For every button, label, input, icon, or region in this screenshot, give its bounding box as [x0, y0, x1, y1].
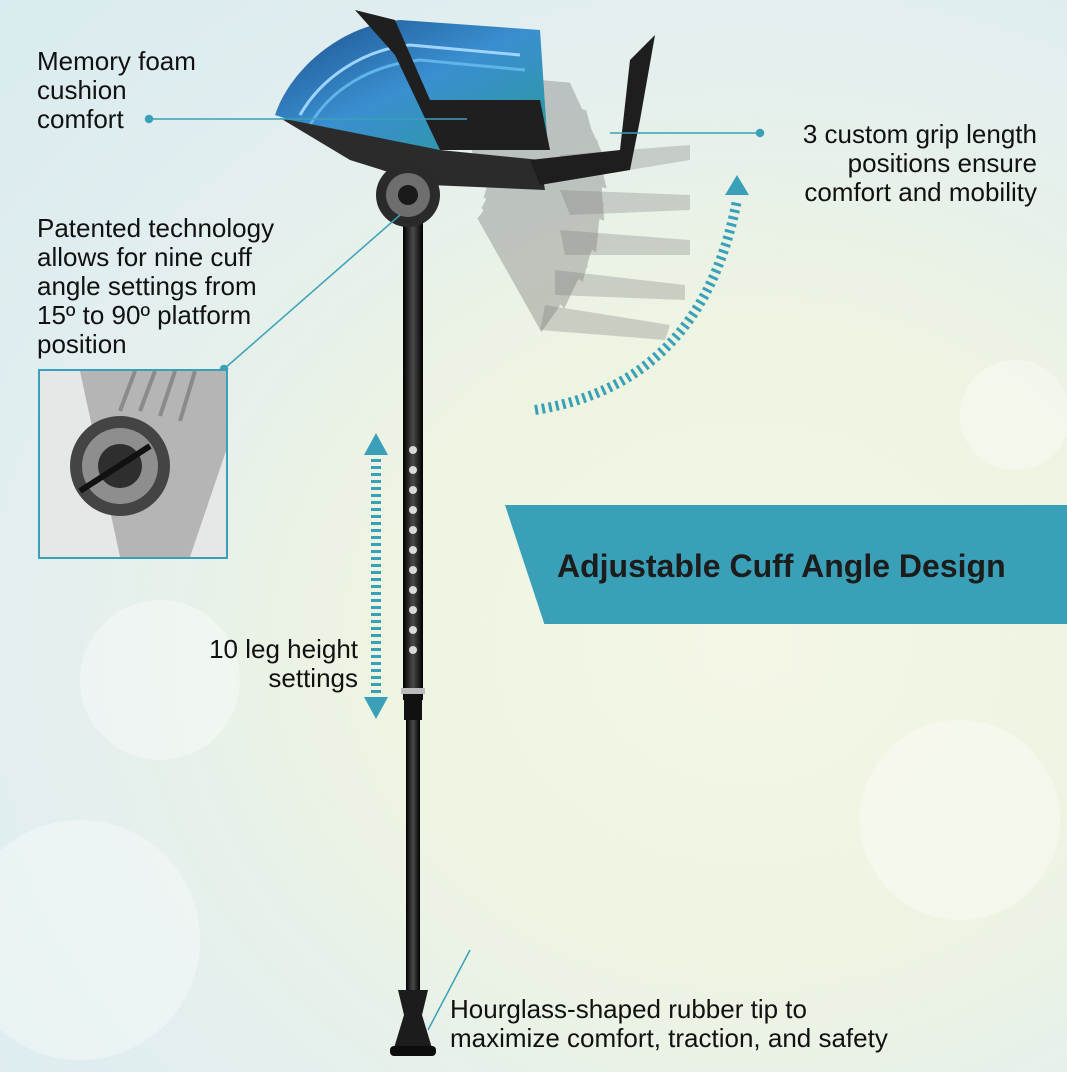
patented-technology-label: Patented technology allows for nine cuff…: [37, 214, 274, 359]
leg-height-line: settings: [268, 663, 358, 693]
cuff: [275, 10, 550, 190]
grip-length-line: 3 custom grip length: [802, 119, 1037, 149]
rubber-tip-line: maximize comfort, traction, and safety: [450, 1023, 888, 1053]
bokeh-light: [860, 720, 1060, 920]
leg-height-line: 10 leg height: [209, 634, 358, 664]
hinge-detail-inset: [38, 369, 228, 559]
patented-line: angle settings from: [37, 271, 257, 301]
patented-line: allows for nine cuff: [37, 242, 252, 272]
hinge-detail-image: [40, 371, 226, 557]
memory-foam-line: Memory foam: [37, 46, 196, 76]
bokeh-light: [0, 820, 200, 1060]
memory-foam-line: cushion: [37, 75, 127, 105]
memory-foam-label: Memory foam cushion comfort: [37, 47, 196, 134]
bokeh-light: [80, 600, 240, 760]
patented-line: 15º to 90º platform: [37, 300, 252, 330]
banner-title: Adjustable Cuff Angle Design: [557, 548, 1006, 584]
callout-leaders: [144, 114, 765, 1031]
rubber-tip-line: Hourglass-shaped rubber tip to: [450, 994, 807, 1024]
grip-length-label: 3 custom grip length positions ensure co…: [803, 120, 1037, 207]
memory-foam-line: comfort: [37, 104, 124, 134]
height-collar: [404, 694, 422, 720]
grip-length-line: positions ensure: [847, 148, 1037, 178]
adjustment-holes: [409, 446, 417, 654]
grip-length-line: comfort and mobility: [804, 177, 1037, 207]
lower-shaft: [406, 720, 420, 990]
rubber-tip-label: Hourglass-shaped rubber tip to maximize …: [450, 995, 888, 1053]
patented-line: Patented technology: [37, 213, 275, 243]
feature-banner: [505, 505, 1067, 624]
patented-line: position: [37, 329, 127, 359]
angle-range-arrow: [534, 199, 742, 415]
rubber-tip: [394, 990, 432, 1048]
leg-height-label: 10 leg height settings: [160, 635, 358, 693]
hand-grip: [530, 35, 655, 185]
bokeh-light: [960, 360, 1067, 470]
